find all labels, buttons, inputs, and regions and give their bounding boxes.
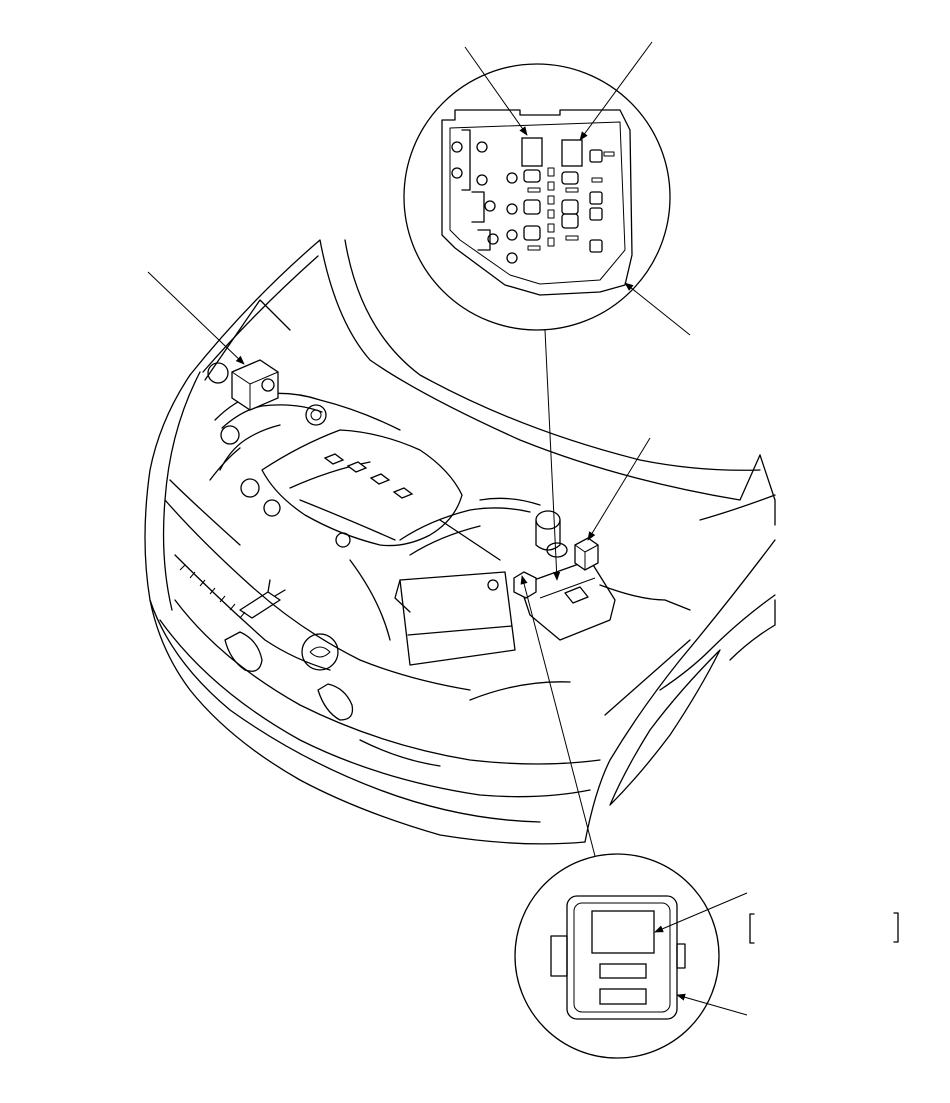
leader-lower-housing: [676, 993, 748, 1016]
leader-upper-right: [579, 41, 653, 141]
connector-lower-to-relay: [520, 575, 596, 857]
leader-lower-terminal: [654, 892, 748, 933]
leader-upper-housing: [624, 282, 691, 336]
lower-relay-detail: [550, 895, 686, 1020]
lower-detail-view: [514, 575, 748, 1059]
connector-upper-to-box: [544, 329, 561, 581]
leader-upper-left: [464, 46, 528, 136]
bolt-set: [451, 141, 518, 264]
leader-right-relay: [587, 437, 651, 541]
upper-fuse-box-detail: [441, 109, 633, 296]
bracket-note: [749, 912, 899, 944]
upper-detail-view: [403, 41, 691, 581]
car-body: [144, 239, 776, 845]
leader-left-relay: [147, 271, 245, 365]
engine-bay: [164, 359, 616, 767]
